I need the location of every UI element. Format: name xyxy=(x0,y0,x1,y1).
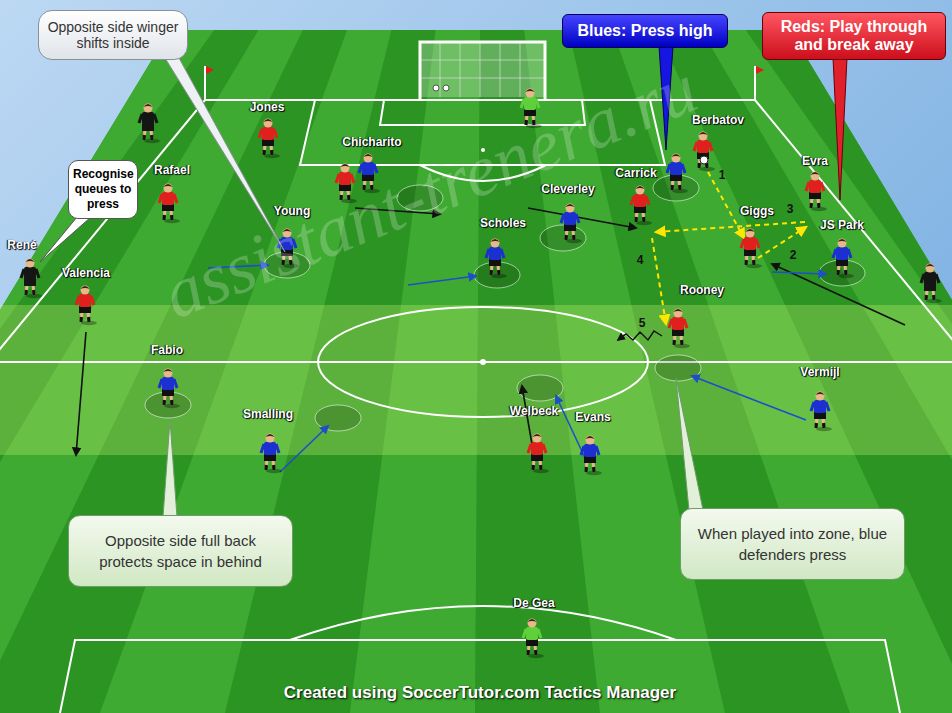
player-name: Scholes xyxy=(480,216,526,230)
callout-box: Opposite side winger shifts inside xyxy=(38,10,188,60)
callout-text: Reds: Play through and break away xyxy=(769,18,939,54)
player-figure xyxy=(523,619,544,659)
player-figure xyxy=(669,309,690,349)
player-figure xyxy=(833,239,854,279)
player-name: Welbeck xyxy=(510,404,558,418)
player-figure xyxy=(581,436,602,476)
player-name: Fabio xyxy=(151,343,183,357)
title-box: Blues: Press high xyxy=(562,14,728,48)
callout-pointer xyxy=(676,378,703,510)
player-figure xyxy=(139,104,160,144)
zone-circle xyxy=(540,225,586,251)
dribble-arrow xyxy=(618,331,662,340)
zone-circle xyxy=(315,405,361,431)
player-figure xyxy=(259,119,280,159)
player-figure xyxy=(21,259,42,299)
callout-box: Opposite side full back protects space i… xyxy=(68,515,293,587)
callout-text: Opposite side full back protects space i… xyxy=(79,530,282,572)
goal xyxy=(420,42,545,100)
player-figure xyxy=(694,132,715,172)
player-figure xyxy=(667,154,688,194)
callout-text: Recognise queues to press xyxy=(73,167,133,212)
player-figure xyxy=(806,172,827,212)
callout-text: Opposite side winger shifts inside xyxy=(47,19,179,51)
grass-stripes xyxy=(0,30,952,713)
player-name: Rafael xyxy=(154,163,190,177)
player-name: JS Park xyxy=(820,218,864,232)
player-figure xyxy=(486,239,507,279)
player-name: Vermijl xyxy=(800,365,839,379)
callout-pointer xyxy=(163,420,177,517)
player-name: Young xyxy=(274,204,310,218)
zone-circle xyxy=(653,175,699,201)
player-figure xyxy=(811,392,832,432)
callout-text: Blues: Press high xyxy=(569,22,721,40)
player-figure xyxy=(921,264,942,304)
player-name: Cleverley xyxy=(541,182,594,196)
player-name: Smalling xyxy=(243,407,293,421)
player-name: Evra xyxy=(802,154,828,168)
player-name: Jones xyxy=(250,100,285,114)
caption: Created using SoccerTutor.com Tactics Ma… xyxy=(284,683,676,703)
player-name: René xyxy=(7,238,36,252)
title-box: Reds: Play through and break away xyxy=(762,12,946,60)
ball xyxy=(700,156,708,164)
player-figure xyxy=(159,369,180,409)
player-name: Carrick xyxy=(615,166,656,180)
player-name: Valencia xyxy=(62,266,110,280)
player-figure xyxy=(76,286,97,326)
player-name: Chicharito xyxy=(342,135,401,149)
callout-text: When played into zone, blue defenders pr… xyxy=(691,523,894,565)
callout-box: Recognise queues to press xyxy=(68,160,138,219)
callout-pointer xyxy=(40,217,91,262)
callout-number: 5 xyxy=(639,316,646,330)
callout-pointer xyxy=(833,58,847,200)
player-name: Evans xyxy=(575,410,610,424)
pressing-zone xyxy=(0,305,952,455)
player-name: Giggs xyxy=(740,204,774,218)
player-name: De Gea xyxy=(513,596,554,610)
callout-number: 3 xyxy=(787,202,794,216)
player-name: Berbatov xyxy=(692,113,744,127)
callout-box: When played into zone, blue defenders pr… xyxy=(680,508,905,580)
player-figure xyxy=(261,434,282,474)
player-figure xyxy=(631,186,652,226)
callout-number: 2 xyxy=(790,248,797,262)
player-figure xyxy=(741,229,762,269)
pass-arrows xyxy=(652,172,806,324)
player-figure xyxy=(561,204,582,244)
watermark: assistant-trenera.ru xyxy=(151,47,708,336)
player-figure xyxy=(528,434,549,474)
player-name: Rooney xyxy=(680,283,724,297)
callout-number: 4 xyxy=(637,253,644,267)
callout-number: 1 xyxy=(719,168,726,182)
zone-circle xyxy=(819,260,865,286)
player-figure xyxy=(159,184,180,224)
